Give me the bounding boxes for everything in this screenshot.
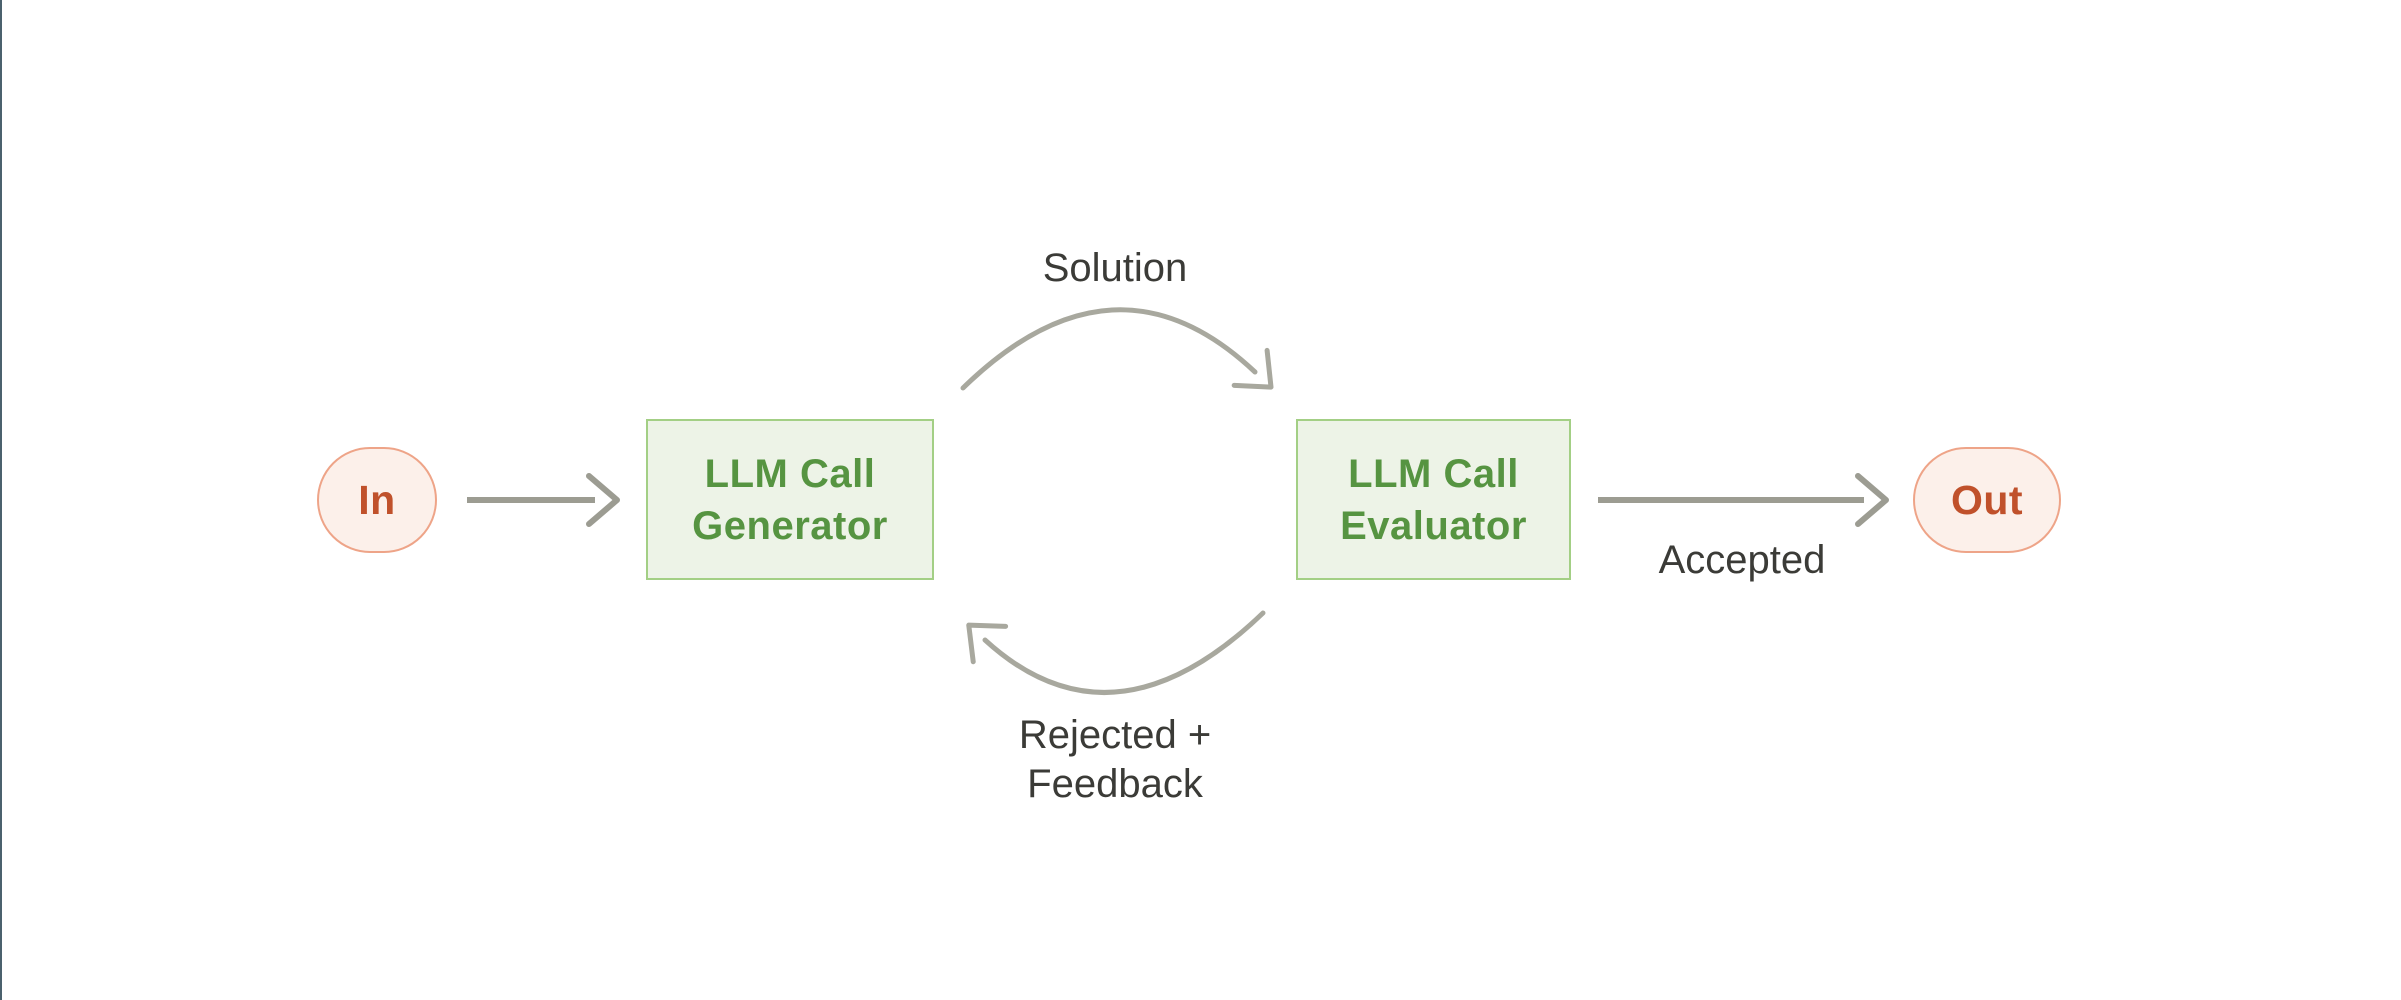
arrow-rejected-curve — [966, 610, 1266, 695]
node-generator-label: LLM Call Generator — [692, 448, 888, 552]
left-accent-line — [0, 0, 2, 1000]
node-evaluator-label: LLM Call Evaluator — [1340, 448, 1527, 552]
arrow-solution-curve — [960, 307, 1274, 391]
edge-label-rejected-feedback: Rejected + Feedback — [1019, 711, 1211, 809]
edge-label-rejected-line2: Feedback — [1027, 761, 1203, 806]
edge-label-accepted: Accepted — [1658, 538, 1826, 582]
node-out: Out — [1913, 447, 2061, 553]
node-generator-label-line1: LLM Call — [704, 451, 876, 496]
node-in: In — [317, 447, 437, 553]
edge-label-rejected-line1: Rejected + — [1018, 713, 1212, 757]
node-evaluator-label-line2: Evaluator — [1340, 503, 1527, 548]
node-evaluator: LLM Call Evaluator — [1296, 419, 1571, 580]
node-generator-label-line2: Generator — [692, 503, 888, 548]
node-evaluator-label-line1: LLM Call — [1348, 451, 1519, 496]
node-in-label: In — [358, 476, 396, 523]
edge-label-solution: Solution — [1042, 246, 1188, 290]
node-generator: LLM Call Generator — [646, 419, 934, 580]
node-out-label: Out — [1950, 476, 2024, 523]
